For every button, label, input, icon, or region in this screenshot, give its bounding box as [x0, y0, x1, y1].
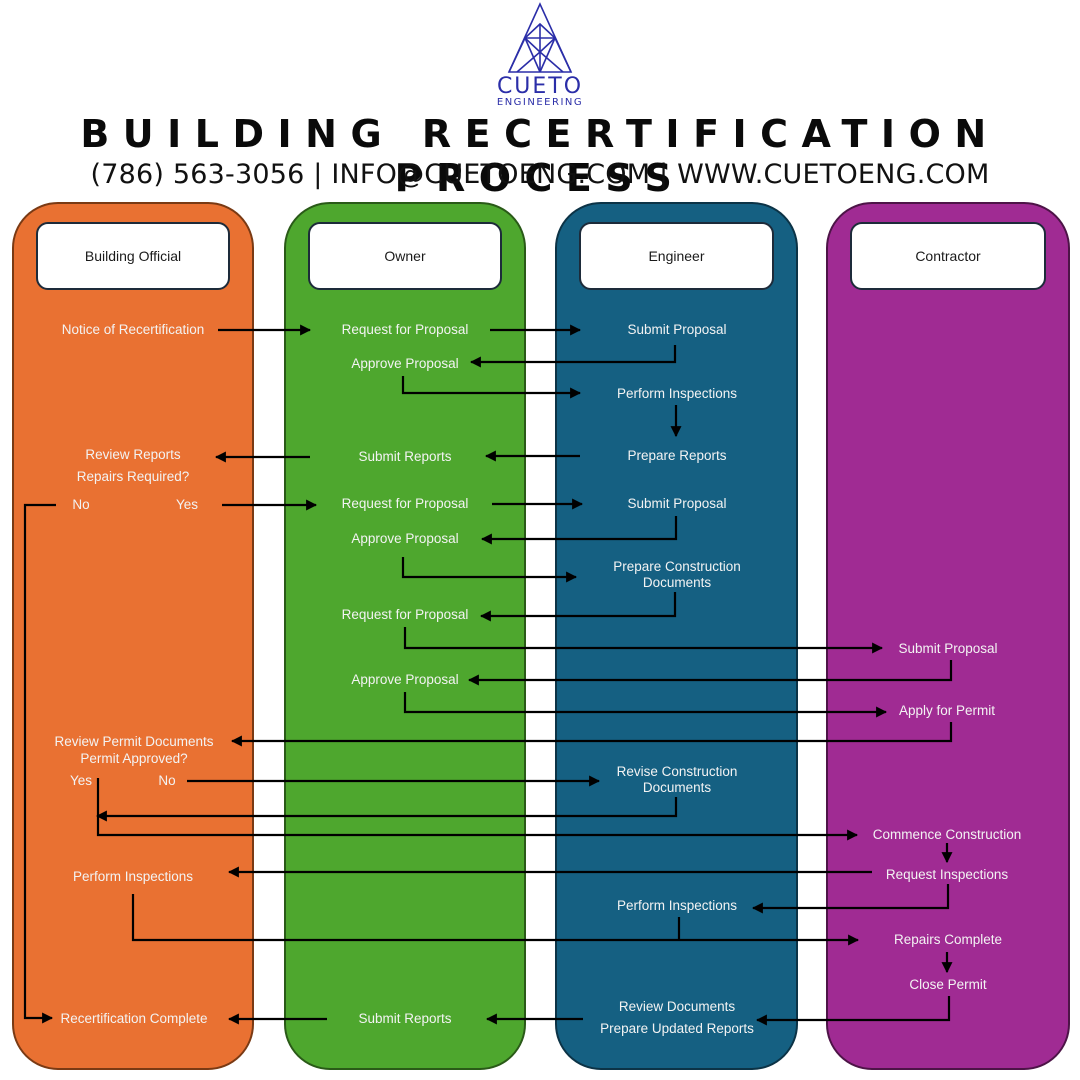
- step-owner-submit-reports-1: Submit Reports: [358, 449, 452, 464]
- step-engineer-prepare-reports: Prepare Reports: [627, 448, 727, 463]
- step-engineer-prepare-cd-line2: Documents: [642, 575, 712, 590]
- step-official-perform-inspections: Perform Inspections: [72, 869, 194, 884]
- step-engineer-perform-inspections-2: Perform Inspections: [616, 898, 738, 913]
- lane-header-contractor: Contractor: [850, 222, 1046, 290]
- company-logo: CUETO ENGINEERING: [470, 2, 610, 112]
- step-engineer-review-documents: Review Documents: [618, 999, 736, 1014]
- step-owner-approve-3: Approve Proposal: [351, 672, 459, 687]
- step-owner-approve-1: Approve Proposal: [351, 356, 459, 371]
- step-engineer-submit-proposal-1: Submit Proposal: [627, 322, 727, 337]
- step-owner-rfp-1: Request for Proposal: [341, 322, 469, 337]
- logo-name: CUETO: [496, 74, 584, 99]
- step-contractor-close-permit: Close Permit: [909, 977, 987, 992]
- lane-header-engineer: Engineer: [579, 222, 774, 290]
- step-contractor-commence-construction: Commence Construction: [872, 827, 1022, 842]
- step-contractor-request-inspections: Request Inspections: [885, 867, 1009, 882]
- step-owner-rfp-3: Request for Proposal: [341, 607, 469, 622]
- step-owner-rfp-2: Request for Proposal: [341, 496, 469, 511]
- lane-header-building-official: Building Official: [36, 222, 230, 290]
- decision-yes-repairs: Yes: [175, 497, 199, 512]
- step-engineer-revise-cd-line1: Revise Construction: [616, 764, 738, 779]
- step-engineer-perform-inspections-1: Perform Inspections: [616, 386, 738, 401]
- step-contractor-submit-proposal: Submit Proposal: [898, 641, 998, 656]
- step-engineer-prepare-cd-line1: Prepare Construction: [613, 559, 741, 574]
- step-review-reports: Review Reports: [85, 447, 181, 462]
- step-contractor-repairs-complete: Repairs Complete: [893, 932, 1003, 947]
- page-title: BUILDING RECERTIFICATION PROCESS: [80, 112, 1000, 200]
- decision-no-permit: No: [158, 773, 176, 788]
- step-owner-approve-2: Approve Proposal: [351, 531, 459, 546]
- step-owner-submit-reports-2: Submit Reports: [358, 1011, 452, 1026]
- logo-subtitle: ENGINEERING: [496, 97, 584, 108]
- step-notice-of-recertification: Notice of Recertification: [61, 322, 205, 337]
- step-engineer-prepare-updated-reports: Prepare Updated Reports: [600, 1021, 754, 1036]
- lane-header-owner: Owner: [308, 222, 502, 290]
- triangle-cube-icon: [507, 2, 573, 73]
- step-recertification-complete: Recertification Complete: [60, 1011, 208, 1026]
- step-engineer-revise-cd-line2: Documents: [642, 780, 712, 795]
- step-permit-approved: Permit Approved?: [80, 751, 188, 766]
- decision-no-repairs: No: [72, 497, 90, 512]
- decision-yes-permit: Yes: [69, 773, 93, 788]
- step-repairs-required: Repairs Required?: [76, 469, 190, 484]
- contact-line: (786) 563-3056 | INFO@CUETOENG.COM | WWW…: [90, 159, 990, 190]
- step-engineer-submit-proposal-2: Submit Proposal: [627, 496, 727, 511]
- step-contractor-apply-permit: Apply for Permit: [898, 703, 996, 718]
- step-review-permit-documents: Review Permit Documents: [54, 734, 214, 749]
